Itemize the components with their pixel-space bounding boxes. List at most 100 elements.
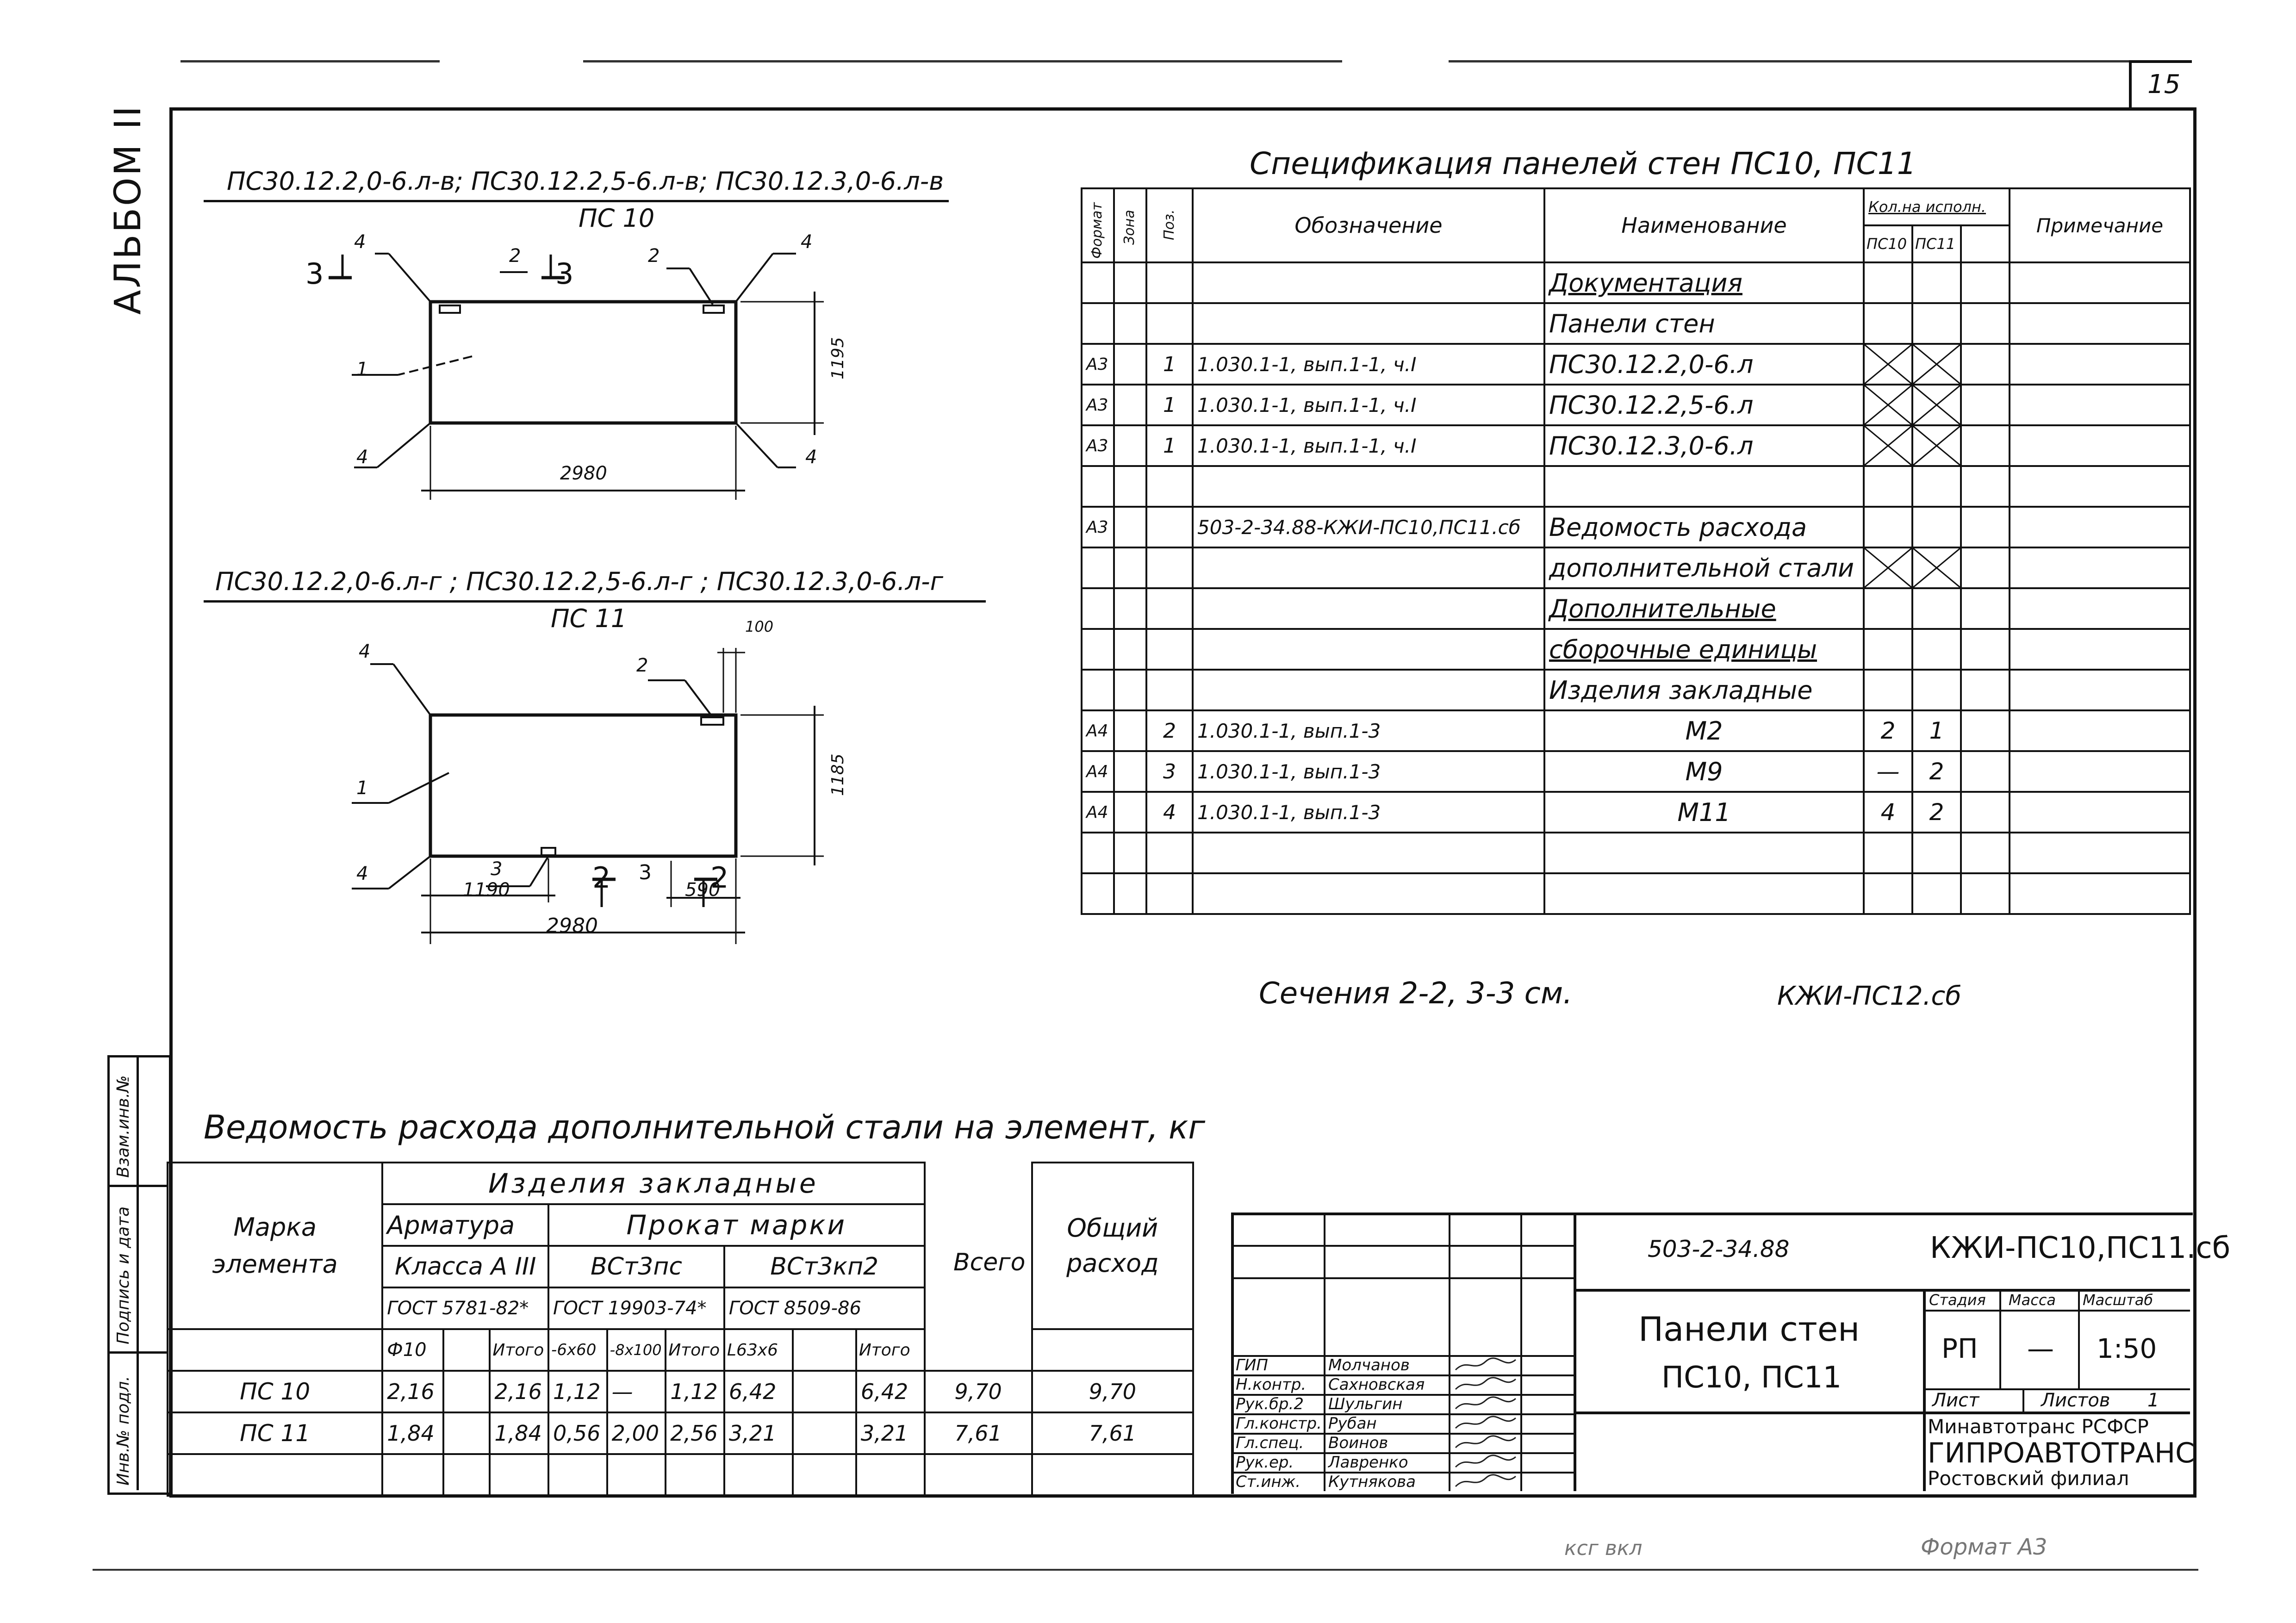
spec-qty-pc11 xyxy=(1911,343,1962,386)
stamp-row-line xyxy=(1231,1472,1574,1474)
spec-format xyxy=(1081,547,1115,589)
spec-qty-pc11-text: 2 xyxy=(1929,758,1944,785)
spec-qty-pc11 xyxy=(1911,424,1962,467)
stamp-org-2: ГИПРОАВТОТРАНС xyxy=(1928,1437,2195,1469)
spec-qty-pc10 xyxy=(1863,832,1913,874)
spec-qty-pc10-text: 2 xyxy=(1880,717,1896,744)
steel-value: 7,61 xyxy=(1031,1412,1195,1455)
spec-pos: 1 xyxy=(1145,384,1194,426)
spec-qty-extra xyxy=(1960,261,2011,304)
spec-format xyxy=(1081,587,1115,630)
spec-designation: 503-2-34.88-КЖИ-ПС10,ПС11.сб xyxy=(1192,506,1545,548)
spec-qty-pc11 xyxy=(1911,832,1962,874)
steel-empty xyxy=(489,1453,550,1497)
spec-format xyxy=(1081,302,1115,345)
stamp-doc-mark: КЖИ-ПС10,ПС11.сб xyxy=(1930,1231,2231,1265)
steel-h-gost19903: ГОСТ 19903-74* xyxy=(548,1287,725,1330)
spec-note xyxy=(2009,424,2191,467)
spec-name: ПС30.12.2,5-6.л xyxy=(1543,384,1865,426)
spec-qty-pc11 xyxy=(1911,669,1962,711)
spec-qty-pc10 xyxy=(1863,261,1913,304)
spec-name-text: Дополнительные xyxy=(1549,594,1776,623)
stamp-role: Ст.инж. xyxy=(1236,1473,1301,1491)
spec-qty-pc11 xyxy=(1911,587,1962,630)
signature-mark xyxy=(1455,1435,1516,1449)
stamp-role: Рук.ер. xyxy=(1236,1453,1294,1472)
spec-qty-pc10 xyxy=(1863,343,1913,386)
spec-name-text: ПС30.12.2,0-6.л xyxy=(1549,349,1754,379)
steel-h-rebar-gost: ГОСТ 5781-82* xyxy=(381,1287,550,1330)
steel-empty xyxy=(442,1453,491,1497)
pc10-callout-4b: 4 xyxy=(801,231,813,253)
stamp-line xyxy=(1574,1412,2190,1414)
stamp-row-line xyxy=(1231,1355,1574,1357)
stamp-sheets-h: Листов xyxy=(2041,1390,2110,1411)
spec-name: дополнительной стали xyxy=(1543,547,1865,589)
spec-designation: 1.030.1-1, вып.1-1, ч.I xyxy=(1192,343,1545,386)
spec-pos: 1 xyxy=(1145,424,1194,467)
footer-format: Формат А3 xyxy=(1921,1534,2047,1560)
stamp-mass: — xyxy=(2027,1333,2054,1364)
spec-row xyxy=(1081,872,2191,915)
spec-note xyxy=(2009,669,2191,711)
stamp-line xyxy=(2022,1388,2024,1412)
spec-format-text: А3 xyxy=(1086,354,1108,374)
spec-pos-text: 1 xyxy=(1163,434,1176,458)
steel-empty xyxy=(791,1453,857,1497)
spec-format: А3 xyxy=(1081,506,1115,548)
pc11-name: ПС 11 xyxy=(551,604,627,633)
spec-zone xyxy=(1113,709,1147,752)
footer-left: ксг вкл xyxy=(1564,1536,1643,1560)
spec-zone xyxy=(1113,791,1147,833)
spec-note xyxy=(2009,872,2191,915)
spec-qty-pc10 xyxy=(1863,547,1913,589)
pc11-dim-590: 590 xyxy=(685,879,721,901)
steel-h-empty xyxy=(442,1328,491,1372)
spec-designation: 1.030.1-1, вып.1-3 xyxy=(1192,709,1545,752)
spec-note xyxy=(2009,791,2191,833)
spec-format: А4 xyxy=(1081,709,1115,752)
stamp-person: Воинов xyxy=(1328,1434,1388,1452)
page-frame xyxy=(169,107,2196,1498)
pc11-height-dim: 1185 xyxy=(828,753,847,796)
spec-zone xyxy=(1113,343,1147,386)
spec-row: дополнительной стали xyxy=(1081,547,2191,589)
steel-empty xyxy=(1031,1453,1195,1497)
spec-note xyxy=(2009,709,2191,752)
bottom-line xyxy=(93,1569,2198,1571)
spec-zone xyxy=(1113,424,1147,467)
spec-zone xyxy=(1113,832,1147,874)
signature-mark xyxy=(1455,1416,1516,1429)
spec-name-text: М11 xyxy=(1677,797,1731,827)
stamp-row-line xyxy=(1231,1394,1574,1396)
steel-empty xyxy=(923,1453,1033,1497)
spec-qty-pc11 xyxy=(1911,628,1962,671)
steel-h-rebar-class: Класса А III xyxy=(381,1245,550,1288)
spec-pos xyxy=(1145,547,1194,589)
spec-row xyxy=(1081,832,2191,874)
spec-pos xyxy=(1145,587,1194,630)
stamp-doc-code: 503-2-34.88 xyxy=(1648,1236,1790,1262)
pc11-panel xyxy=(429,713,738,858)
stamp-person: Шульгин xyxy=(1328,1395,1403,1413)
spec-qty-pc10-text: 4 xyxy=(1880,799,1896,826)
spec-row: Дополнительные xyxy=(1081,587,2191,630)
spec-qty-pc10: 4 xyxy=(1863,791,1913,833)
spec-designation xyxy=(1192,587,1545,630)
stamp-stage: РП xyxy=(1941,1333,1978,1364)
spec-name: Изделия закладные xyxy=(1543,669,1865,711)
pc10-callout-4d: 4 xyxy=(805,447,817,468)
pc11-embed-bottom xyxy=(541,847,556,856)
spec-designation xyxy=(1192,832,1545,874)
spec-qty-pc10 xyxy=(1863,302,1913,345)
stamp-row-line xyxy=(1231,1433,1574,1435)
spec-name-text: ПС30.12.2,5-6.л xyxy=(1549,390,1754,420)
spec-qty-pc11-text: 2 xyxy=(1929,799,1944,826)
spec-format: А3 xyxy=(1081,384,1115,426)
stamp-line xyxy=(1999,1289,2001,1388)
steel-value: 3,21 xyxy=(723,1412,794,1455)
left-strip-divider xyxy=(107,1185,167,1187)
signature-mark xyxy=(1455,1455,1516,1468)
steel-empty xyxy=(166,1453,384,1497)
spec-pos: 3 xyxy=(1145,750,1194,793)
